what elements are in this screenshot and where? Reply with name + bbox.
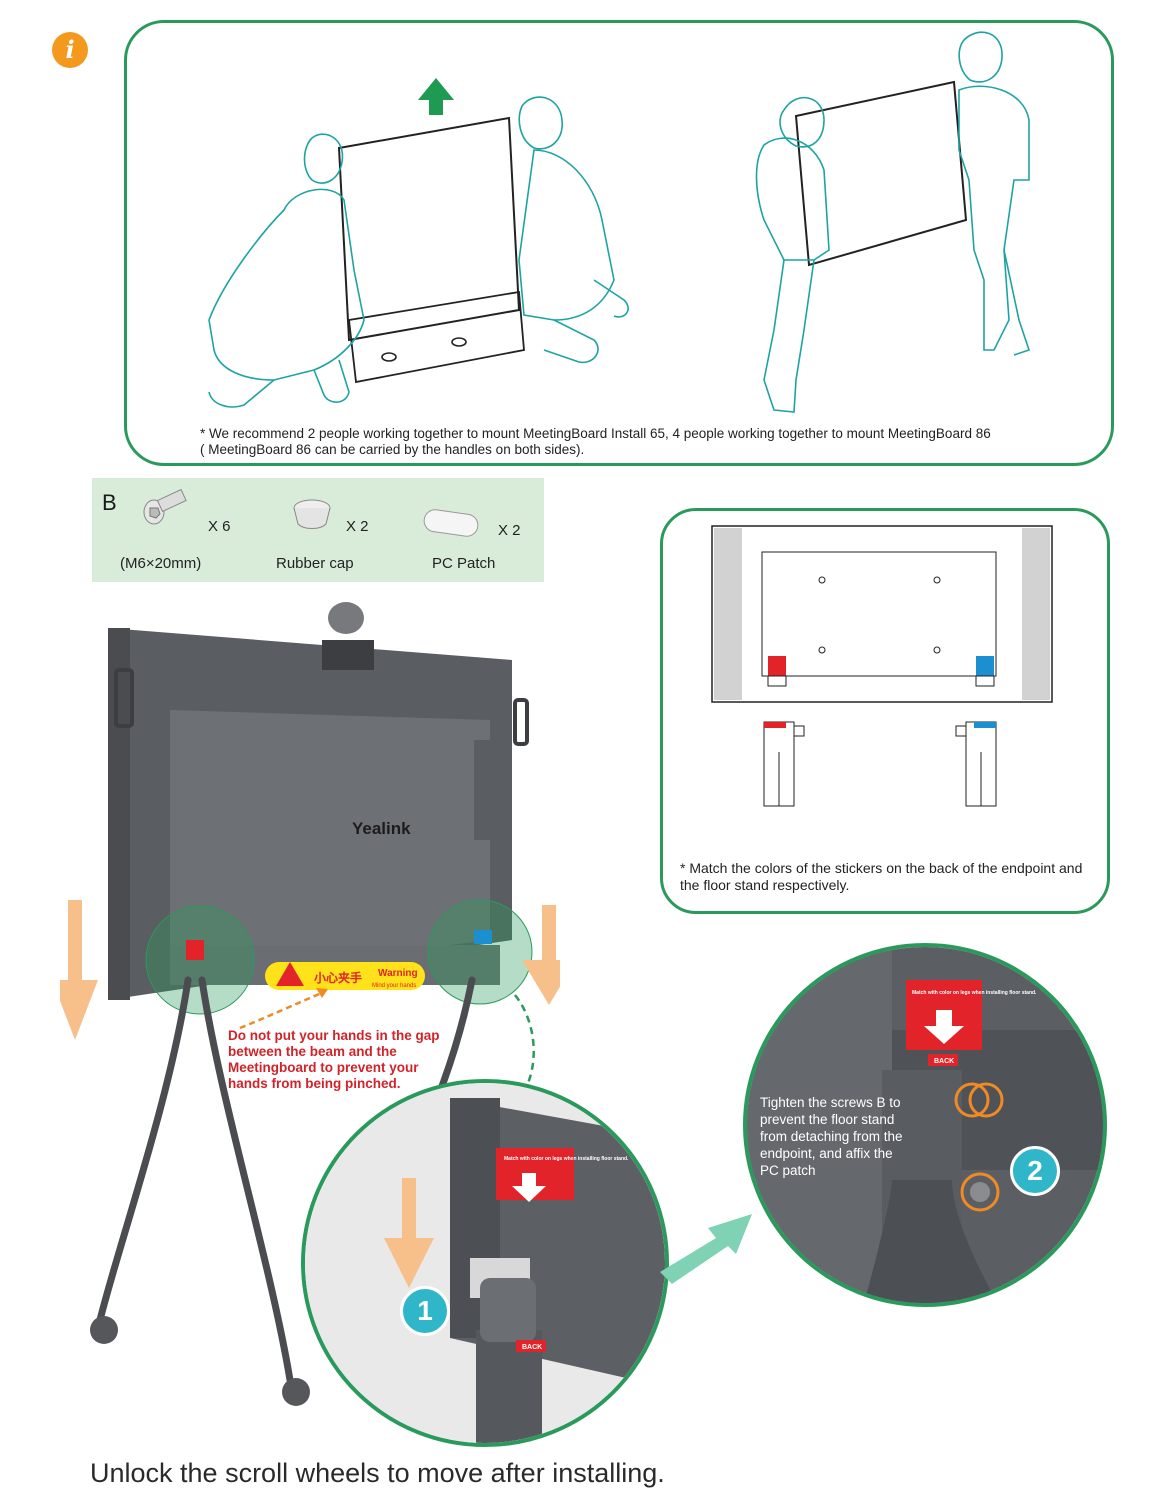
sticker-match-diagram <box>711 525 1053 807</box>
blue-sticker <box>976 656 994 676</box>
svg-text:小心夹手: 小心夹手 <box>314 970 362 985</box>
carrying-illustration <box>208 31 1031 413</box>
detail-1-zoom: Match with color on legs when installing… <box>301 1079 669 1447</box>
lift-up-arrow-icon <box>418 78 454 115</box>
pc-patch-label: PC Patch <box>432 555 496 572</box>
screw-label: (M6×20mm) <box>120 555 202 572</box>
parts-section-letter: B <box>102 490 117 515</box>
carrying-note-line-2: ( MeetingBoard 86 can be carried by the … <box>200 442 585 457</box>
step-2-badge: 2 <box>1010 1146 1060 1196</box>
two-people-carrying-sketch <box>755 31 1031 413</box>
next-step-arrow-icon <box>660 1214 752 1284</box>
pc-patch-quantity: X 2 <box>498 522 521 539</box>
two-people-lifting-sketch <box>208 96 629 408</box>
carrying-note-line-1: * We recommend 2 people working together… <box>200 426 991 441</box>
screw-icon <box>143 488 187 525</box>
sticker-match-note: * Match the colors of the stickers on th… <box>680 860 1083 893</box>
pc-patch-icon <box>423 509 479 537</box>
screw-quantity: X 6 <box>208 518 231 535</box>
carrying-illustration-panel <box>124 20 1114 466</box>
carrying-note: * We recommend 2 people working together… <box>200 426 1100 458</box>
brand-logo: Yealink <box>352 819 411 838</box>
parts-list-panel: B X 6 (M6×20mm) X 2 Rubber cap X 2 PC Pa… <box>92 478 544 582</box>
detail-2-zoom: Match with color on legs when installing… <box>743 943 1107 1307</box>
svg-text:BACK: BACK <box>522 1344 542 1351</box>
step-1-badge: 1 <box>400 1286 450 1336</box>
rubber-cap-quantity: X 2 <box>346 518 369 535</box>
svg-text:BACK: BACK <box>934 1058 954 1065</box>
down-arrow-left-icon <box>60 900 98 1040</box>
down-arrow-icon <box>384 1178 434 1288</box>
down-arrow-right-icon <box>522 905 560 1005</box>
rubber-cap-label: Rubber cap <box>276 555 354 572</box>
info-icon: i <box>52 32 88 68</box>
bottom-caption: Unlock the scroll wheels to move after i… <box>90 1458 665 1488</box>
svg-text:Match with color on legs when: Match with color on legs when installing… <box>912 990 1037 996</box>
svg-text:Warning: Warning <box>378 968 418 979</box>
rubber-cap-icon <box>293 499 331 529</box>
red-sticker <box>768 656 786 676</box>
tighten-screws-instruction: Tighten the screws B to prevent the floo… <box>760 1095 903 1178</box>
device-on-stand-illustration: Yealink 小心夹手 Warning Mind your hands <box>60 602 560 1406</box>
svg-text:Mind your hands: Mind your hands <box>372 983 416 989</box>
pinch-warning-text: Do not put your hands in the gap between… <box>228 1028 440 1091</box>
warning-sticker <box>265 962 425 990</box>
svg-text:Match with color on legs when: Match with color on legs when installing… <box>504 1156 629 1162</box>
sticker-match-panel <box>660 508 1110 914</box>
